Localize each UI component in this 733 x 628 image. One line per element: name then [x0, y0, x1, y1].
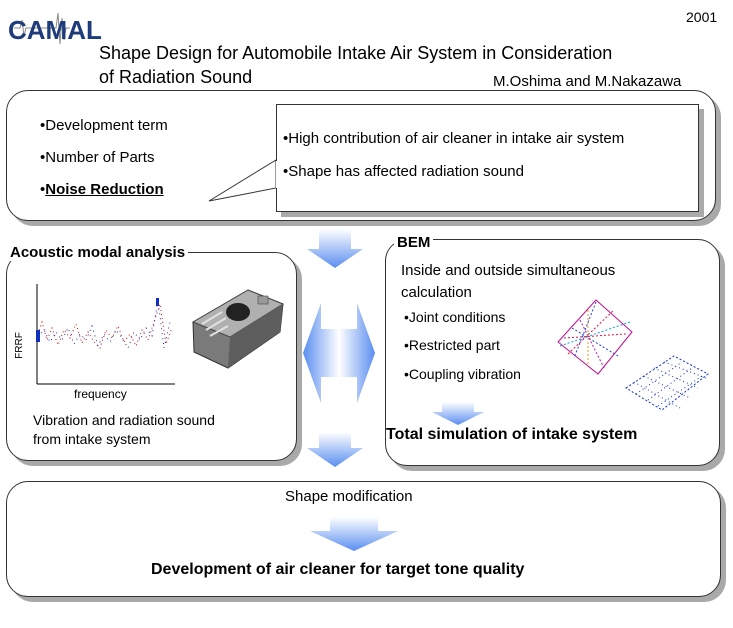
- callout-item-air-cleaner: •High contribution of air cleaner in int…: [283, 130, 625, 147]
- arrow-down-icon-2: [307, 432, 363, 467]
- callout-item-shape: •Shape has affected radiation sound: [283, 163, 524, 180]
- page-title: Shape Design for Automobile Intake Air S…: [99, 43, 613, 63]
- bullet-number-of-parts: •Number of Parts: [40, 149, 155, 166]
- arrow-down-bottom-icon: [310, 517, 398, 551]
- bottom-result: Development of air cleaner for target to…: [151, 561, 525, 578]
- bem-line2: calculation: [401, 284, 472, 301]
- arrow-down-icon: [307, 229, 363, 268]
- arrow-down-small-icon: [432, 402, 484, 425]
- frf-plot: [20, 282, 180, 388]
- acoustic-caption-line2: from intake system: [33, 431, 151, 447]
- bullet-development-term: •Development term: [40, 117, 168, 134]
- bem-heading: BEM: [394, 234, 434, 251]
- shape-modification-label: Shape modification: [285, 488, 413, 505]
- bem-item-restricted: •Restricted part: [404, 337, 500, 353]
- x-axis-label: frequency: [74, 387, 127, 401]
- double-arrow-icon: [303, 303, 375, 403]
- acoustic-heading: Acoustic modal analysis: [10, 244, 189, 261]
- bem-item-joint: •Joint conditions: [404, 309, 506, 325]
- bem-line1: Inside and outside simultaneous: [401, 262, 616, 279]
- bullet-mark: •: [40, 181, 46, 198]
- callout-pointer-join: [276, 161, 278, 188]
- air-cleaner-image: [191, 289, 285, 369]
- bullet-noise-reduction: •Noise Reduction: [40, 181, 164, 198]
- mesh-image-bottom: [625, 355, 709, 411]
- mesh-image-top: [557, 299, 633, 375]
- page-title-line2: of Radiation Sound: [99, 67, 253, 87]
- acoustic-caption-line1: Vibration and radiation sound: [33, 412, 215, 428]
- bem-item-coupling: •Coupling vibration: [404, 366, 521, 382]
- bem-result: Total simulation of intake system: [386, 426, 638, 443]
- y-axis-label: FRRF: [13, 332, 25, 359]
- svg-text:CAMAL: CAMAL: [8, 15, 102, 45]
- bem-box: [385, 239, 720, 466]
- authors: M.Oshima and M.Nakazawa: [493, 73, 682, 90]
- callout-box: [276, 104, 699, 212]
- logo: CAMAL: [6, 8, 106, 48]
- year: 2001: [686, 9, 718, 25]
- noise-reduction-label: Noise Reduction: [45, 181, 164, 198]
